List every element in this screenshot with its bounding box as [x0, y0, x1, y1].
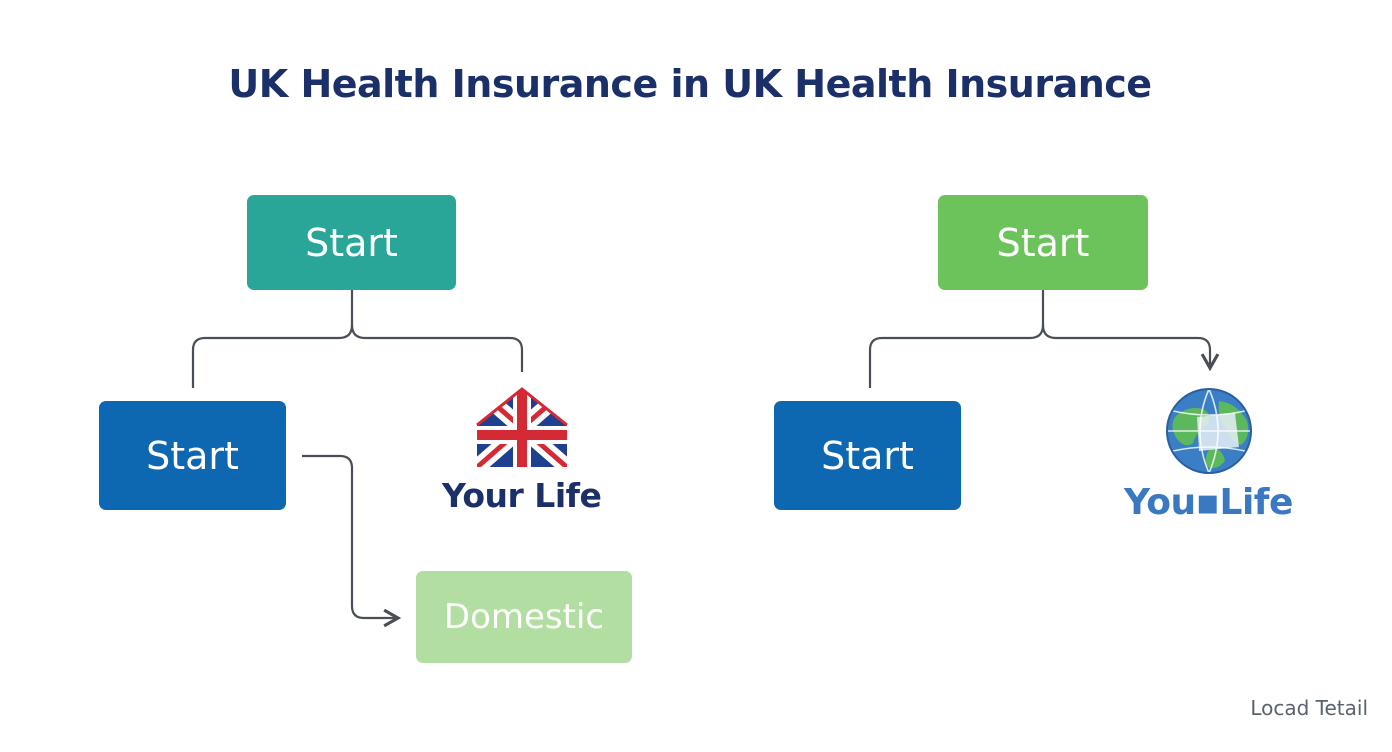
- domestic-node: Domestic: [416, 571, 632, 663]
- diagram-title: UK Health Insurance in UK Health Insuran…: [228, 62, 1152, 106]
- right-branch-connector: [868, 290, 1045, 388]
- globe-icon: [1166, 388, 1252, 474]
- domestic-arrow: [302, 454, 402, 628]
- left-start-mid-node: Start: [99, 401, 286, 510]
- union-jack-house-icon: [476, 387, 568, 467]
- right-branch-arrow: [1041, 324, 1220, 372]
- right-start-mid-node: Start: [774, 401, 961, 510]
- you-life-logo-text: You▪Life: [1124, 482, 1293, 523]
- your-life-logo-text: Your Life: [442, 476, 602, 515]
- left-branch-connector-right: [350, 324, 524, 372]
- watermark-text: Locad Tetail: [1250, 696, 1368, 720]
- left-branch-connector: [191, 290, 354, 388]
- right-start-top-node: Start: [938, 195, 1148, 290]
- left-start-top-node: Start: [247, 195, 456, 290]
